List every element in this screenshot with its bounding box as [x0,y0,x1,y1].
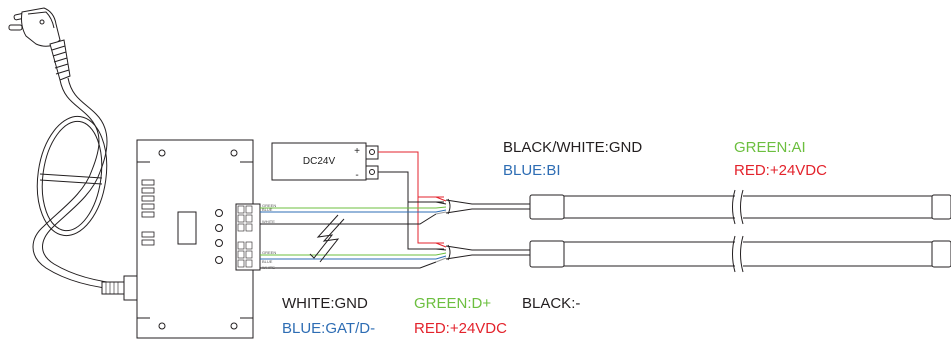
controller-legend-black-minus: BLACK:- [522,295,580,312]
psu-plus-label: + [354,146,360,157]
upper-legend-black-white-gnd: BLACK/WHITE:GND [503,139,642,156]
controller-legend-blue-gat-d-minus: BLUE:GAT/D- [282,320,375,337]
power-plug-icon [8,7,71,81]
power-supply [271,142,379,181]
strip-cable-lower [435,242,530,263]
terminal-label-green-1: GREEN [262,203,276,208]
psu-minus-label: - [355,170,358,181]
terminal-label-white-1: WHITE [262,219,275,224]
controller-box [136,139,261,339]
terminal-label-green-2: GREEN [262,250,276,255]
lightning-icon [309,214,345,263]
terminal-label-white-2: WHITE [262,265,275,270]
data-wires-upper [260,207,437,225]
cable-gland [101,275,139,301]
power-supply-label: DC24V [303,156,336,167]
controller-legend-red-24vdc: RED:+24VDC [414,320,507,337]
upper-legend-blue-bi: BLUE:BI [503,162,561,179]
controller-legend-green-d-plus: GREEN:D+ [414,295,491,312]
data-wires-lower [260,254,437,269]
terminal-label-blue-1: BLUE [262,207,273,212]
led-strip-upper [529,189,951,225]
power-cord [32,77,125,291]
controller-legend-white-gnd: WHITE:GND [282,295,368,312]
upper-legend-green-ai: GREEN:AI [734,139,806,156]
strip-cable-upper [435,196,530,215]
dc-wires [378,151,444,250]
upper-legend-red-24vdc: RED:+24VDC [734,162,827,179]
terminal-label-blue-2: BLUE [262,259,273,264]
led-strip-lower [529,235,951,273]
